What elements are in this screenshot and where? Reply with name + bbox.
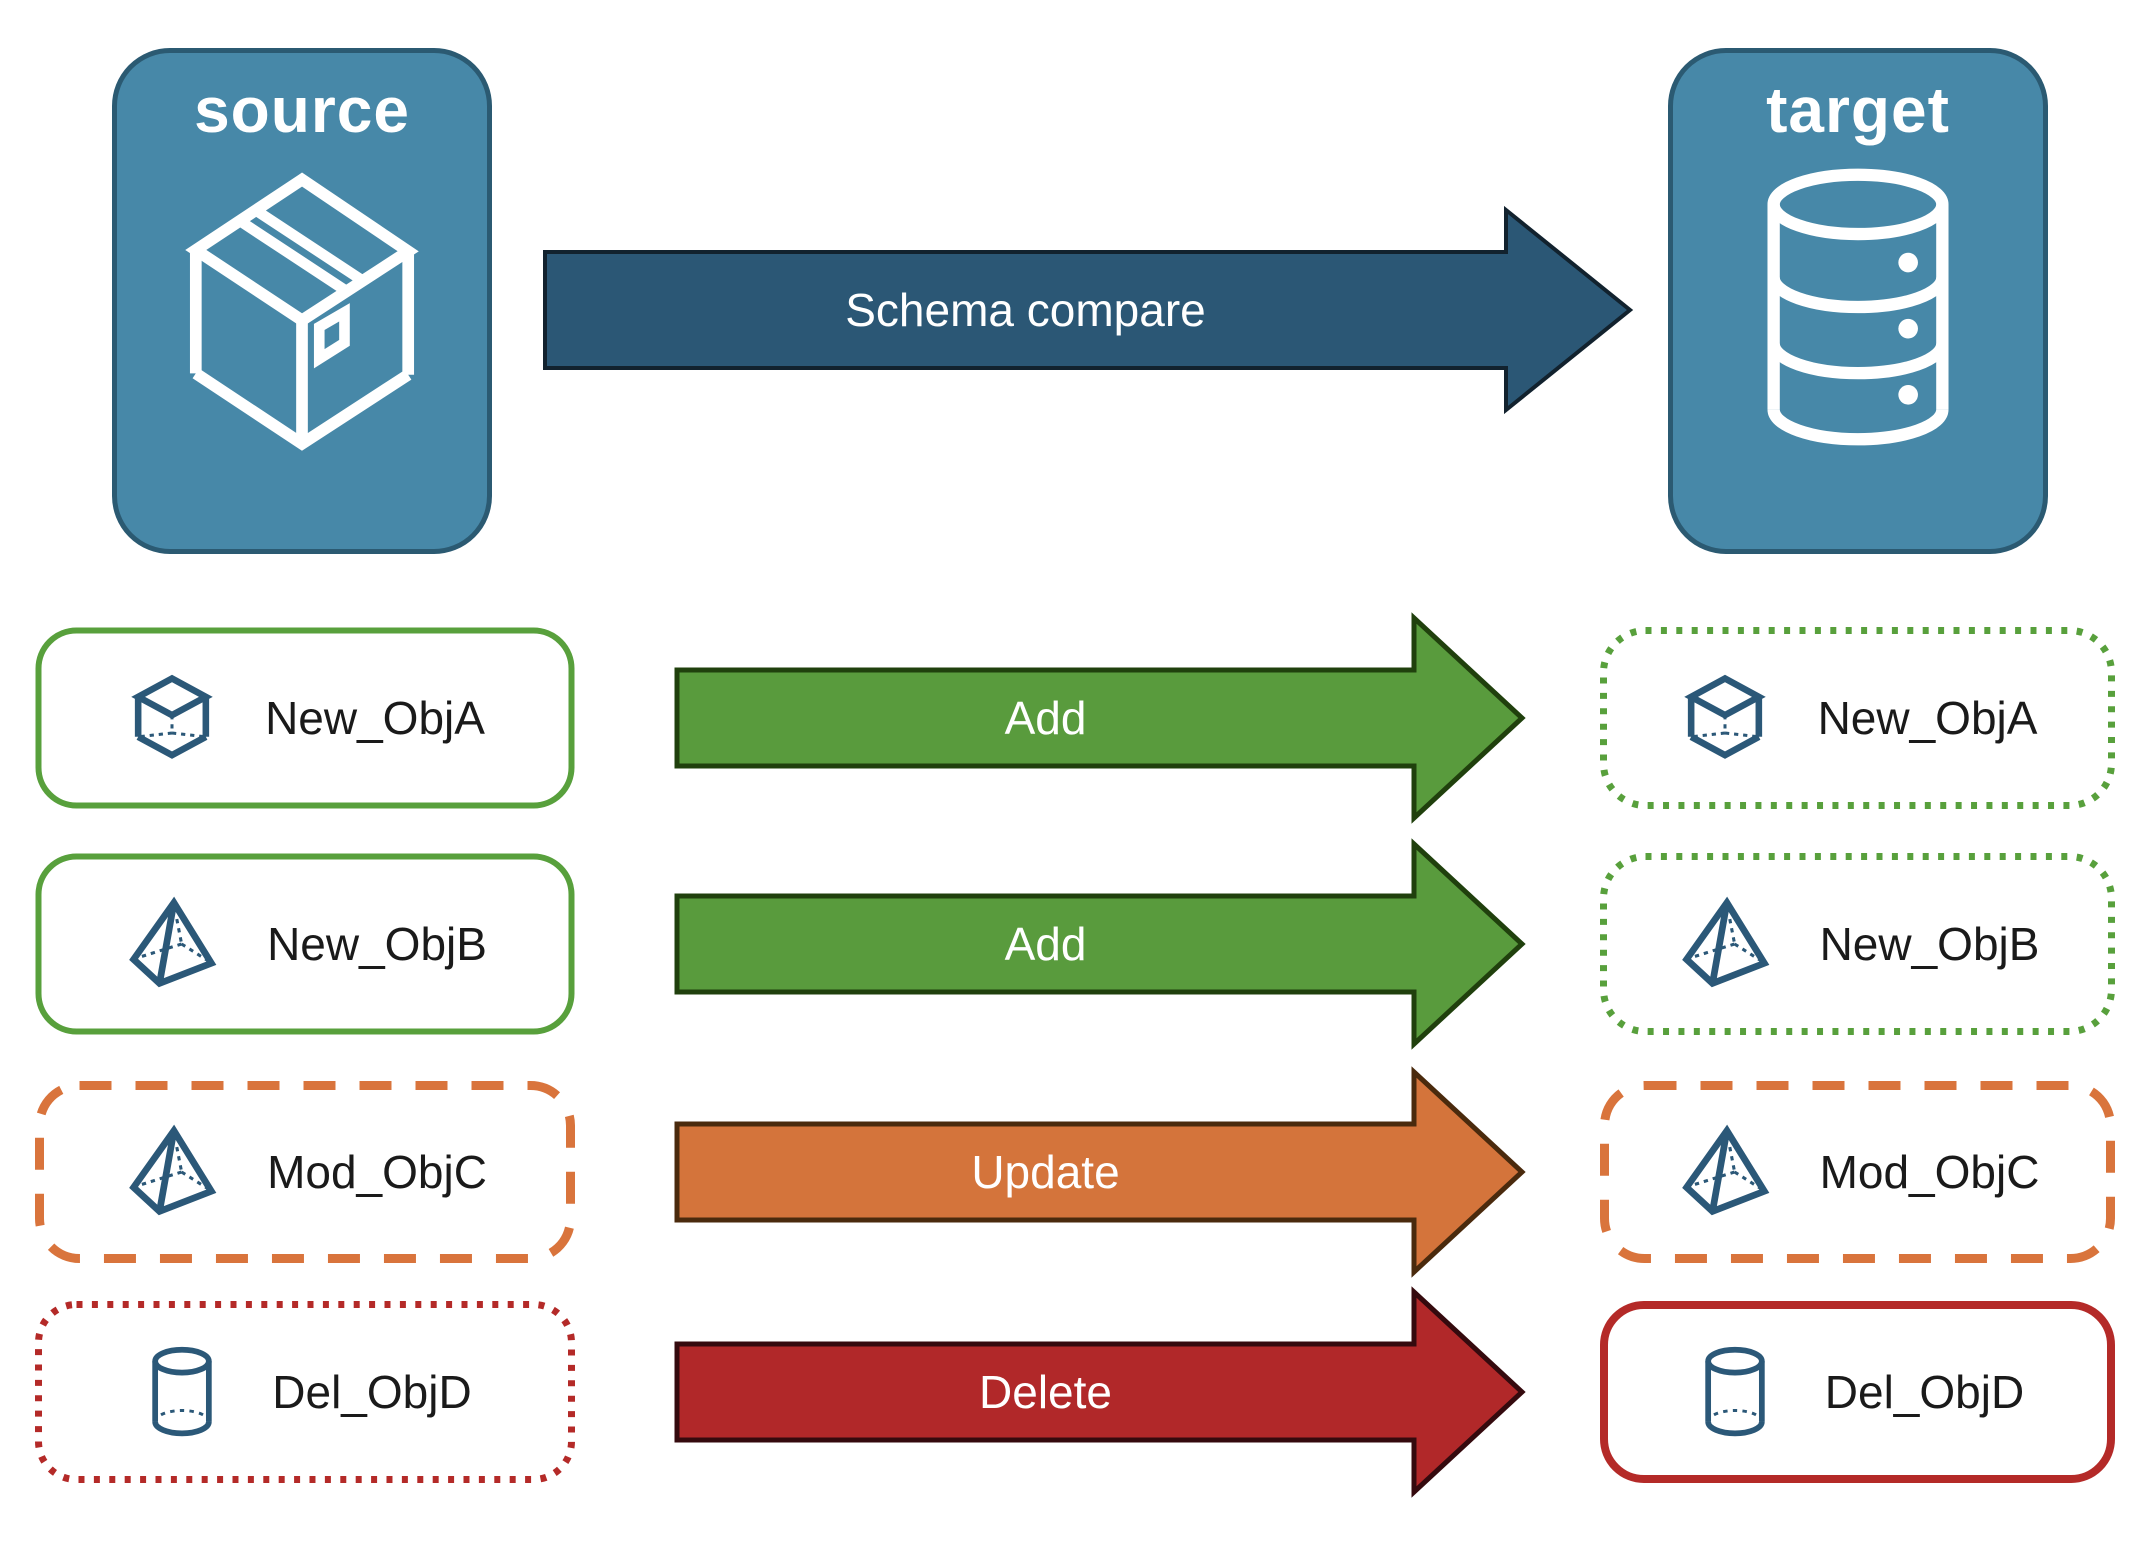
cylinder-icon xyxy=(1705,1346,1765,1437)
cylinder-icon xyxy=(152,1346,212,1437)
source-label: source xyxy=(194,74,410,146)
source-object-card-row3: Mod_ObjC xyxy=(35,1081,575,1263)
arrow-label: Delete xyxy=(979,1366,1112,1418)
package-icon xyxy=(185,172,419,451)
arrow-label: Add xyxy=(1004,692,1087,744)
source-object-card-row4: Del_ObjD xyxy=(35,1301,575,1483)
source-entity: source xyxy=(112,48,492,554)
target-object-card-row4: Del_ObjD xyxy=(1600,1301,2115,1483)
pyramid-icon xyxy=(129,896,217,988)
object-label: Mod_ObjC xyxy=(1819,1146,2040,1198)
source-object-card-row1: New_ObjA xyxy=(35,627,575,809)
add-arrow-row2: Add xyxy=(672,834,1532,1054)
object-label: New_ObjB xyxy=(267,918,487,970)
target-object-card-row2: New_ObjB xyxy=(1600,853,2115,1035)
delete-arrow-row4: Delete xyxy=(672,1282,1532,1502)
object-label: New_ObjA xyxy=(265,692,485,744)
arrow-label: Add xyxy=(1004,918,1087,970)
add-arrow-row1: Add xyxy=(672,608,1532,828)
target-label: target xyxy=(1766,74,1950,146)
object-label: New_ObjA xyxy=(1817,692,2038,744)
arrow-label: Update xyxy=(971,1146,1120,1198)
cube-icon xyxy=(131,674,213,759)
target-object-card-row3: Mod_ObjC xyxy=(1600,1081,2115,1263)
object-label: Del_ObjD xyxy=(272,1366,472,1418)
source-object-card-row2: New_ObjB xyxy=(35,853,575,1035)
pyramid-icon xyxy=(1681,1124,1769,1216)
schema-arrow-shape xyxy=(543,205,1634,415)
object-label: Mod_ObjC xyxy=(267,1146,487,1198)
database-icon xyxy=(1767,168,1949,446)
target-object-card-row1: New_ObjA xyxy=(1600,627,2115,809)
target-entity: target xyxy=(1668,48,2048,554)
object-label: New_ObjB xyxy=(1819,918,2040,970)
schema-compare-arrow: Schema compare xyxy=(540,185,1640,435)
pyramid-icon xyxy=(1681,896,1769,988)
pyramid-icon xyxy=(129,1124,217,1216)
update-arrow-row3: Update xyxy=(672,1062,1532,1282)
object-label: Del_ObjD xyxy=(1824,1366,2025,1418)
schema-arrow-label: Schema compare xyxy=(845,284,1206,336)
cube-icon xyxy=(1683,674,1766,759)
